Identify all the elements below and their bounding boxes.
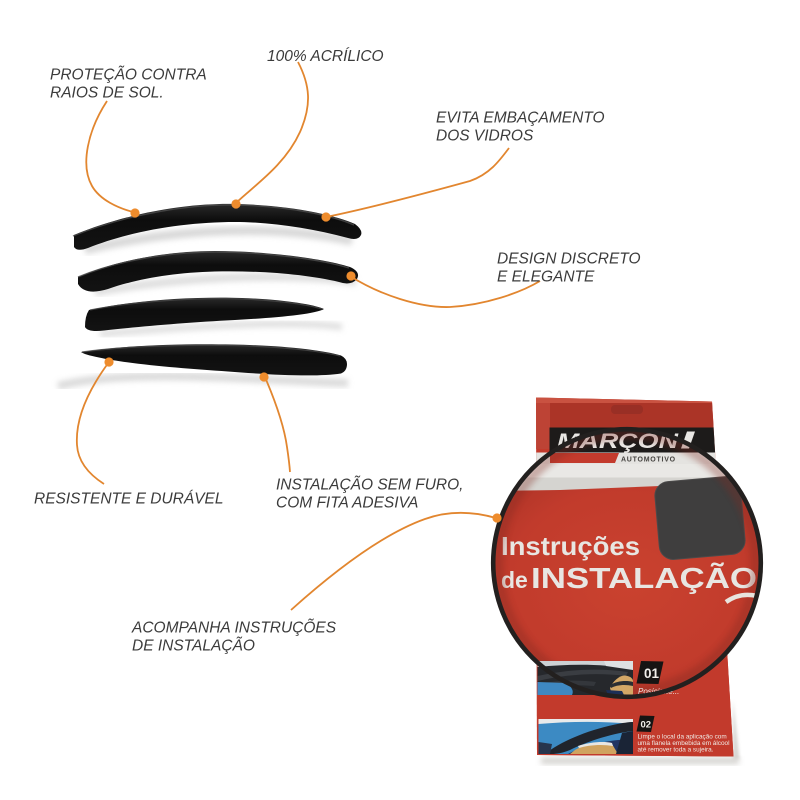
svg-text:RAIOS DE SOL.: RAIOS DE SOL. — [50, 85, 164, 102]
svg-text:uma flanela embebida em álcool: uma flanela embebida em álcool — [638, 740, 730, 747]
svg-text:01: 01 — [644, 666, 660, 681]
svg-text:Limpe o local da aplicação com: Limpe o local da aplicação com — [638, 734, 727, 741]
svg-text:02: 02 — [641, 720, 652, 731]
svg-text:AUTOMOTIVO: AUTOMOTIVO — [621, 457, 676, 464]
svg-text:DOS VIDROS: DOS VIDROS — [436, 128, 534, 145]
svg-text:INSTALAÇÃO SEM FURO,: INSTALAÇÃO SEM FURO, — [276, 477, 463, 494]
svg-text:E ELEGANTE: E ELEGANTE — [497, 269, 595, 286]
svg-text:DESIGN DISCRETO: DESIGN DISCRETO — [497, 251, 641, 268]
svg-text:COM FITA ADESIVA: COM FITA ADESIVA — [276, 495, 418, 512]
svg-text:RESISTENTE E DURÁVEL: RESISTENTE E DURÁVEL — [34, 491, 224, 508]
svg-text:PROTEÇÃO CONTRA: PROTEÇÃO CONTRA — [50, 67, 207, 84]
svg-text:INSTALAÇÃO: INSTALAÇÃO — [531, 561, 757, 595]
svg-text:ACOMPANHA INSTRUÇÕES: ACOMPANHA INSTRUÇÕES — [131, 620, 337, 637]
svg-text:EVITA EMBAÇAMENTO: EVITA EMBAÇAMENTO — [436, 110, 605, 127]
svg-text:até remover toda a sujeira.: até remover toda a sujeira. — [638, 747, 714, 754]
svg-text:DE INSTALAÇÃO: DE INSTALAÇÃO — [132, 638, 255, 655]
svg-text:100% ACRÍLICO: 100% ACRÍLICO — [267, 48, 384, 65]
svg-text:Instruções: Instruções — [501, 531, 640, 561]
